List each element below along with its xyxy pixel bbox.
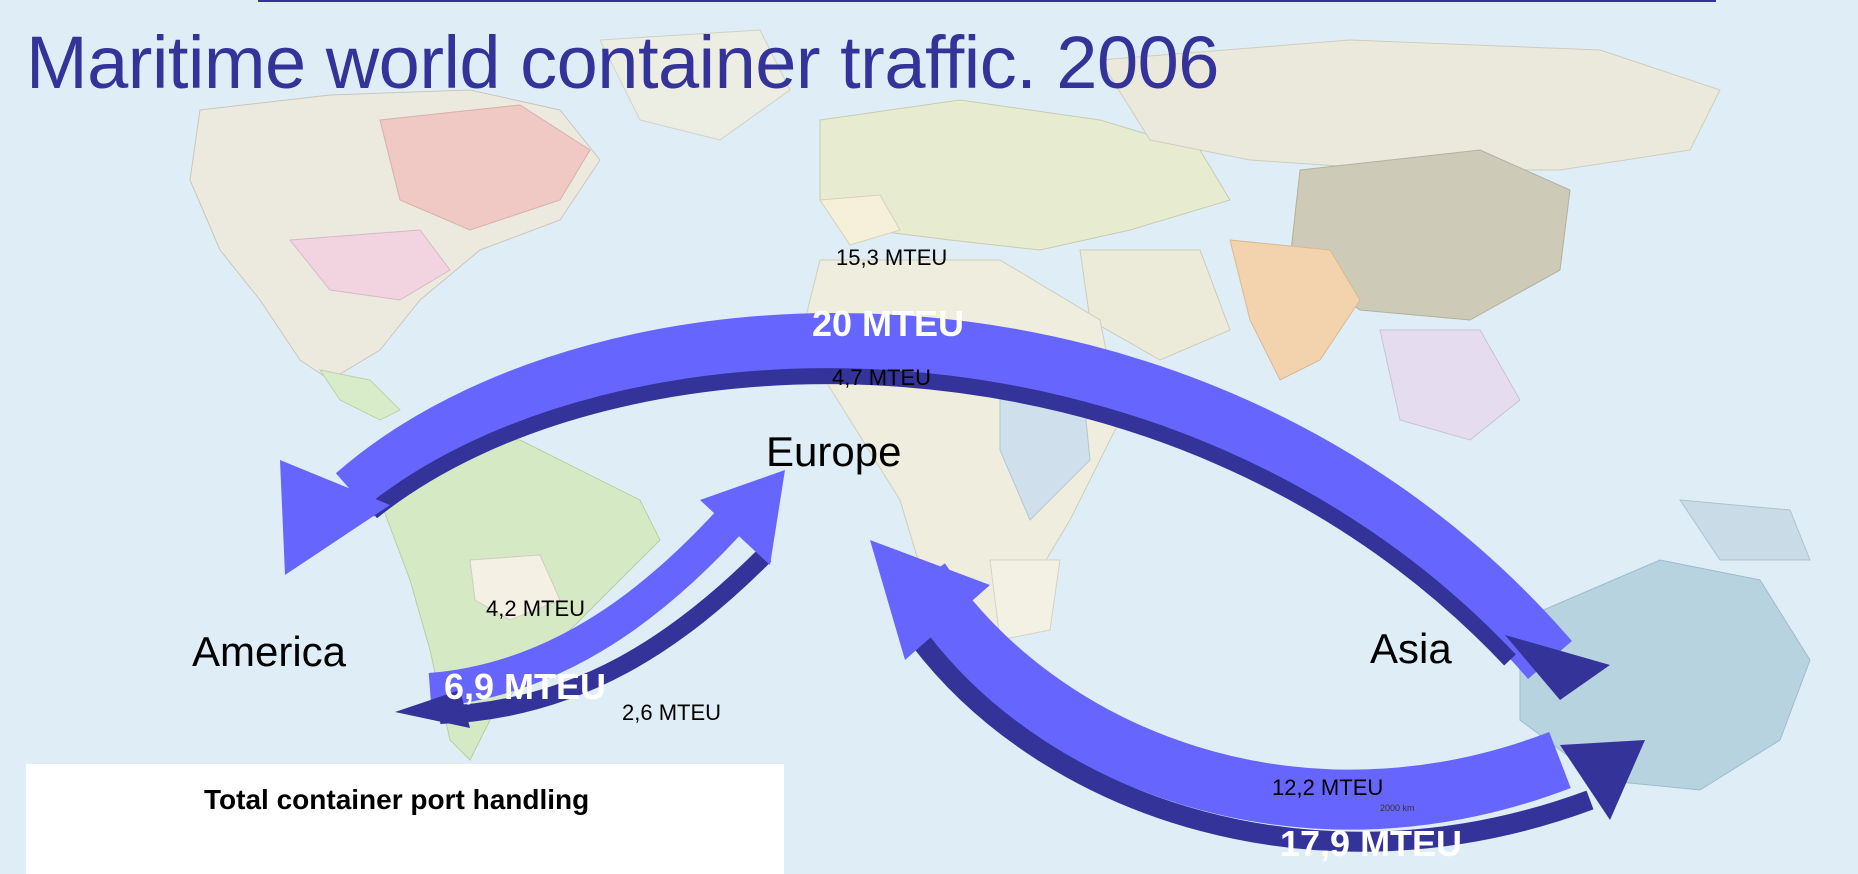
central-america-landmass xyxy=(318,369,401,421)
south-africa-region xyxy=(989,559,1061,641)
iberia-region xyxy=(819,194,901,246)
america-europe-to-europe-label: 4,2 MTEU xyxy=(486,596,586,621)
region-label-america: America xyxy=(192,628,347,675)
middle-east-region xyxy=(1079,249,1231,361)
america-europe-arrow xyxy=(395,470,785,728)
port-handling-title: Total container port handling xyxy=(204,784,590,815)
canada-region xyxy=(379,104,591,231)
india-region xyxy=(1229,239,1361,381)
region-label-asia: Asia xyxy=(1370,625,1452,672)
usa-region xyxy=(289,229,451,301)
asia-europe-westbound-label: 15,3 MTEU xyxy=(836,245,948,270)
port-handling-box: Total container port handling xyxy=(26,764,784,874)
asia-america-arrow xyxy=(870,540,1645,852)
bolivia-region xyxy=(469,554,561,621)
america-europe-to-america-label: 2,6 MTEU xyxy=(622,700,722,725)
asia-europe-eastbound-label: 4,7 MTEU xyxy=(832,365,932,390)
america-europe-total-label: 6,9 MTEU xyxy=(444,666,607,707)
page-title: Maritime world container traffic. 2006 xyxy=(26,21,1219,104)
russia-landmass xyxy=(1099,39,1721,171)
asia-america-total-label: 17,9 MTEU xyxy=(1280,823,1463,864)
southeast-asia-region xyxy=(1379,329,1521,441)
asia-europe-arrow xyxy=(280,313,1610,700)
new-guinea-region xyxy=(1679,499,1811,561)
region-label-europe: Europe xyxy=(766,428,902,475)
greenland-landmass xyxy=(599,29,791,141)
map-scale-label: 2000 km xyxy=(1380,803,1415,813)
asia-america-to-asia-label: 12,2 MTEU xyxy=(1272,775,1384,800)
title-rule xyxy=(258,0,1716,2)
asia-europe-total-label: 20 MTEU xyxy=(812,303,965,344)
